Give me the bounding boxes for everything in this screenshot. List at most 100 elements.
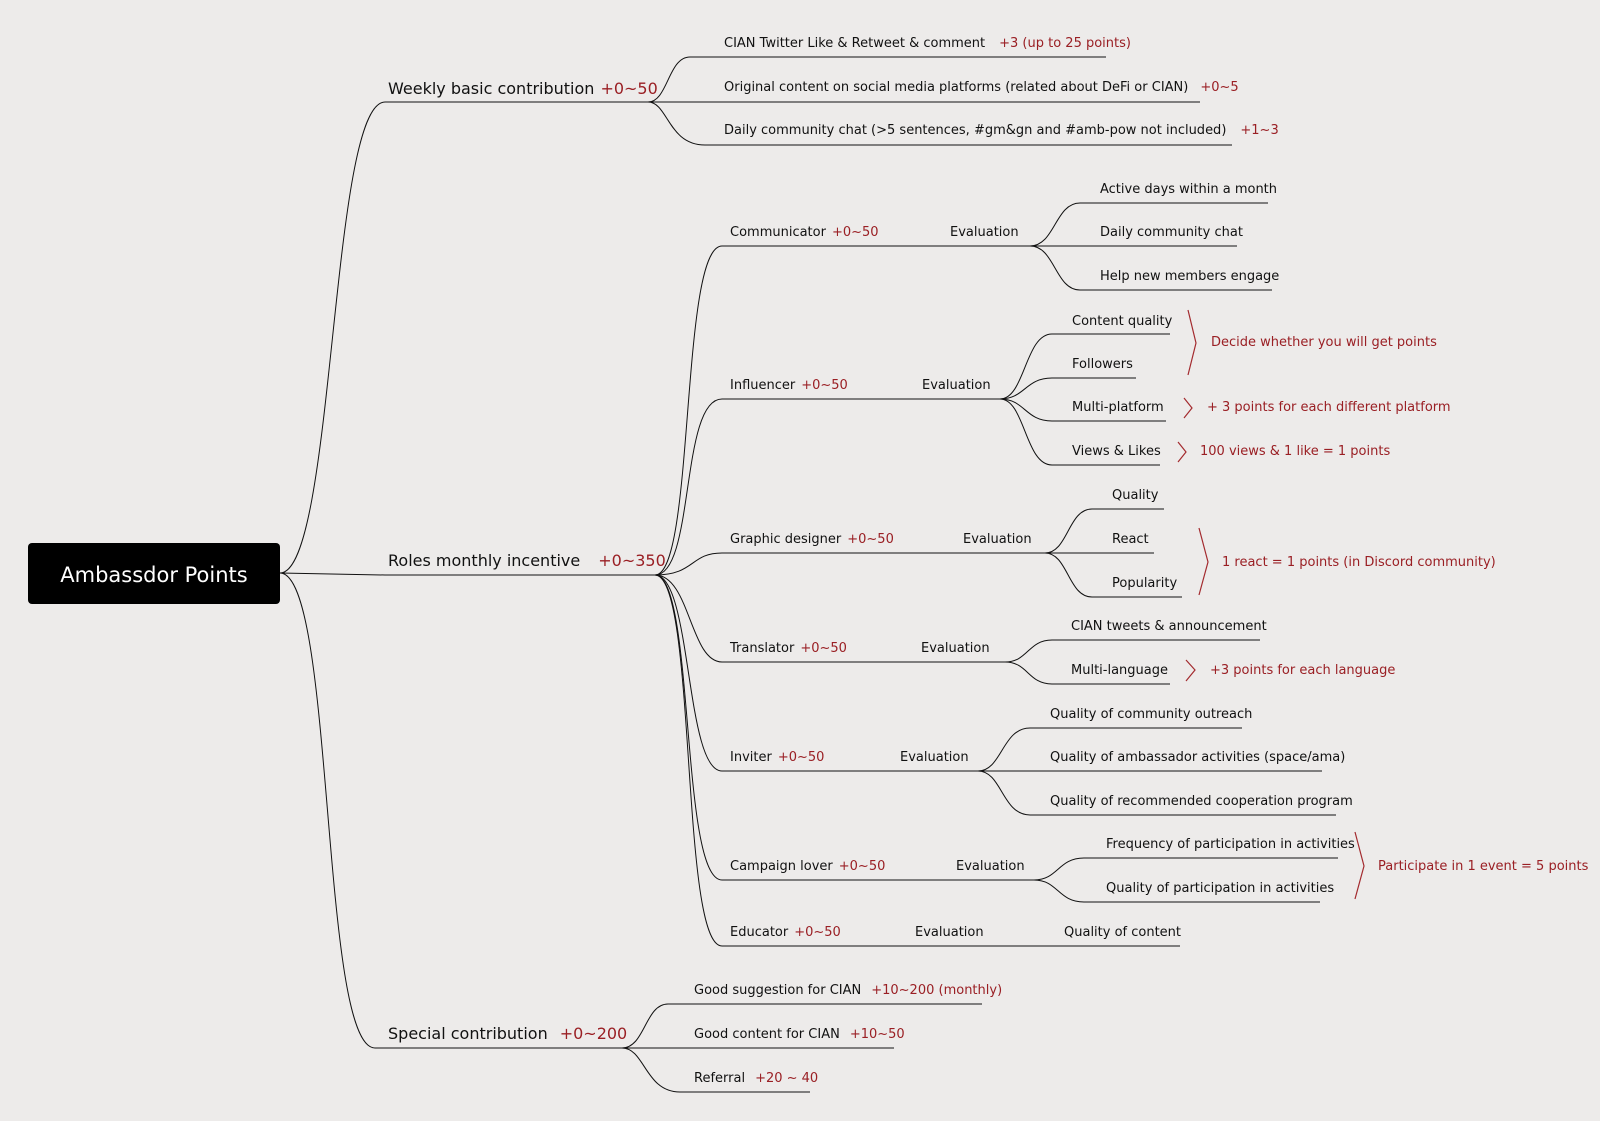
svg-text:Weekly basic contribution+0~50: Weekly basic contribution+0~50	[388, 79, 658, 98]
weekly-item[interactable]: Daily community chat (>5 sentences, #gm&…	[724, 123, 1279, 138]
svg-text:Inviter+0~50: Inviter+0~50	[730, 750, 824, 765]
branch-communicator-3	[1029, 245, 1081, 291]
branch-designer-3	[1044, 552, 1093, 598]
role-educator[interactable]: Educator+0~50	[730, 925, 841, 940]
translator-item: Multi-language	[1071, 663, 1168, 678]
svg-text:Educator+0~50: Educator+0~50	[730, 925, 841, 940]
role-translator[interactable]: Translator+0~50	[729, 641, 847, 656]
influencer-note: 100 views & 1 like = 1 points	[1200, 444, 1390, 459]
svg-text:Translator+0~50: Translator+0~50	[729, 641, 847, 656]
campaign-item: Frequency of participation in activities	[1106, 837, 1355, 852]
special-points: +0~200	[560, 1024, 628, 1043]
branch-root-special	[279, 572, 376, 1049]
branch-campaign-2	[1033, 879, 1085, 903]
branch-roles-educator	[654, 574, 723, 947]
svg-text:Daily community chat (>5 sente: Daily community chat (>5 sentences, #gm&…	[724, 123, 1279, 138]
weekly-item[interactable]: Original content on social media platfor…	[724, 80, 1239, 95]
evaluation-label: Evaluation	[956, 859, 1025, 874]
branch-weekly-3	[647, 101, 706, 146]
influencer-item: Views & Likes	[1072, 444, 1161, 459]
branch-designer-1	[1044, 508, 1093, 554]
evaluation-label: Evaluation	[900, 750, 969, 765]
campaign-item: Quality of participation in activities	[1106, 881, 1334, 896]
svg-text:Special contribution+0~200: Special contribution +0~200	[388, 1024, 627, 1043]
branch-inviter-3	[977, 770, 1031, 816]
influencer-item: Content quality	[1072, 314, 1173, 329]
influencer-item: Multi-platform	[1072, 400, 1164, 415]
communicator-item: Help new members engage	[1100, 269, 1279, 284]
branch-influencer-2	[999, 377, 1053, 400]
branch-roles-campaign	[654, 574, 723, 881]
roles-node[interactable]: Roles monthly incentive +0~350	[388, 551, 666, 570]
translator-note: +3 points for each language	[1210, 663, 1395, 678]
evaluation-label: Evaluation	[963, 532, 1032, 547]
branch-roles-inviter	[654, 574, 723, 772]
svg-text:Good content for CIAN+10~50: Good content for CIAN+10~50	[694, 1027, 905, 1042]
branch-weekly-1	[647, 56, 691, 103]
svg-text:Referral+20 ~ 40: Referral+20 ~ 40	[694, 1071, 818, 1086]
branch-translator-1	[1004, 639, 1053, 663]
designer-note: 1 react = 1 points (in Discord community…	[1222, 555, 1496, 570]
designer-item: Popularity	[1112, 576, 1177, 591]
branch-influencer-4	[999, 398, 1053, 466]
svg-text:Original content on social med: Original content on social media platfor…	[724, 80, 1239, 95]
branch-roles-designer	[654, 552, 723, 576]
branch-roles-translator	[654, 574, 723, 663]
branch-influencer-3	[999, 398, 1053, 422]
designer-brace	[1198, 527, 1209, 596]
svg-text:Campaign lover+0~50: Campaign lover+0~50	[730, 859, 885, 874]
translator-item: CIAN tweets & announcement	[1071, 619, 1267, 634]
svg-text:Graphic designer+0~50: Graphic designer+0~50	[730, 532, 894, 547]
influencer-note: + 3 points for each different platform	[1207, 400, 1451, 415]
svg-text:Good suggestion for CIAN+10~20: Good suggestion for CIAN+10~200 (monthly…	[694, 983, 1002, 998]
svg-text:Influencer+0~50: Influencer+0~50	[730, 378, 848, 393]
inviter-item: Quality of community outreach	[1050, 707, 1252, 722]
branch-translator-2	[1004, 661, 1053, 685]
role-influencer[interactable]: Influencer+0~50	[730, 378, 848, 393]
designer-item: Quality	[1112, 488, 1159, 503]
translator-brace	[1185, 659, 1196, 682]
influencer-brace-1	[1187, 309, 1197, 376]
svg-text:Roles monthly incentive+0~350: Roles monthly incentive +0~350	[388, 551, 666, 570]
campaign-brace	[1354, 831, 1365, 900]
svg-text:Communicator+0~50: Communicator+0~50	[730, 225, 879, 240]
evaluation-label: Evaluation	[915, 925, 984, 940]
root-node[interactable]	[28, 543, 280, 604]
inviter-item: Quality of ambassador activities (space/…	[1050, 750, 1345, 765]
roles-points: +0~350	[598, 551, 666, 570]
influencer-item: Followers	[1072, 357, 1133, 372]
branch-root-weekly	[279, 101, 386, 574]
communicator-item: Daily community chat	[1100, 225, 1243, 240]
role-campaign-lover[interactable]: Campaign lover+0~50	[730, 859, 885, 874]
role-graphic-designer[interactable]: Graphic designer+0~50	[730, 532, 894, 547]
special-item[interactable]: Referral+20 ~ 40	[694, 1071, 818, 1086]
campaign-note: Participate in 1 event = 5 points	[1378, 859, 1589, 874]
branch-roles-influencer	[654, 398, 723, 576]
weekly-label: Weekly basic contribution	[388, 79, 594, 98]
branch-influencer-1	[999, 333, 1053, 400]
branch-special-3	[621, 1047, 681, 1093]
weekly-item[interactable]: CIAN Twitter Like & Retweet & comment+3 …	[724, 36, 1131, 51]
special-item[interactable]: Good content for CIAN+10~50	[694, 1027, 905, 1042]
evaluation-label: Evaluation	[921, 641, 990, 656]
root-label: Ambassdor Points	[60, 563, 247, 587]
special-item[interactable]: Good suggestion for CIAN+10~200 (monthly…	[694, 983, 1002, 998]
branch-campaign-1	[1033, 857, 1085, 881]
branch-roles-communicator	[654, 245, 723, 576]
influencer-brace-3	[1177, 441, 1187, 463]
designer-item: React	[1112, 532, 1149, 547]
role-communicator[interactable]: Communicator+0~50	[730, 225, 879, 240]
evaluation-label: Evaluation	[950, 225, 1019, 240]
special-node[interactable]: Special contribution +0~200	[388, 1024, 627, 1043]
educator-item: Quality of content	[1064, 925, 1181, 940]
weekly-node[interactable]: Weekly basic contribution+0~50	[388, 79, 658, 98]
svg-text:CIAN Twitter Like & Retweet &: CIAN Twitter Like & Retweet & comment+3 …	[724, 36, 1131, 51]
branch-root-roles	[279, 572, 386, 576]
branch-inviter-1	[977, 727, 1031, 772]
roles-label: Roles monthly incentive	[388, 551, 580, 570]
evaluation-label: Evaluation	[922, 378, 991, 393]
role-inviter[interactable]: Inviter+0~50	[730, 750, 824, 765]
influencer-brace-2	[1183, 397, 1193, 419]
special-label: Special contribution	[388, 1024, 548, 1043]
branch-special-1	[621, 1003, 669, 1049]
